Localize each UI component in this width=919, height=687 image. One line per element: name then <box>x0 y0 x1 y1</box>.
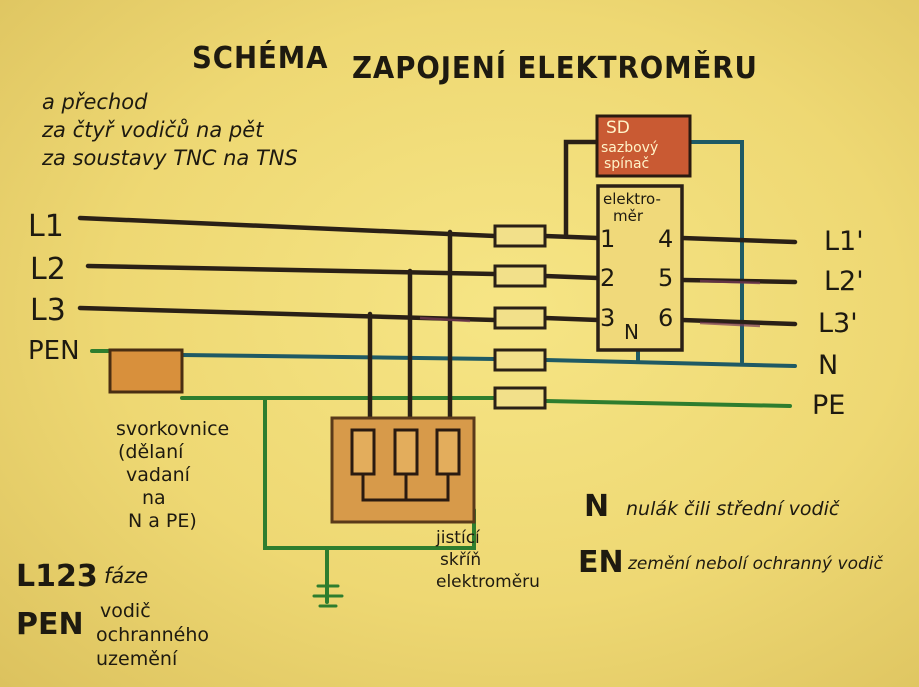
switch-label-sd: SD <box>606 118 630 138</box>
breaker-box <box>330 416 476 524</box>
switch-box <box>595 114 692 178</box>
meter-terminal-4: 4 <box>658 225 674 253</box>
legend-key-l123: L123 <box>16 559 98 594</box>
legend-desc-pen-1: vodič <box>100 600 151 622</box>
purple-marks <box>419 279 761 328</box>
phase-wires <box>77 139 798 433</box>
terminal-caption-3: vadaní <box>126 464 190 486</box>
terminal-caption-1: svorkovnice <box>116 418 230 440</box>
terminal-caption-5: N a PE) <box>128 510 197 532</box>
terminal-caption-2: (dělaní <box>118 441 184 463</box>
meter-terminal-6: 6 <box>658 304 674 332</box>
meter-terminal-3: 3 <box>600 304 616 332</box>
meter-box <box>596 184 684 352</box>
pe-wires <box>90 349 792 608</box>
n-wires <box>180 140 797 368</box>
meter-title-1: elektro- <box>603 190 661 208</box>
subtitle-line-3: za soustavy TNC na TNS <box>42 146 298 170</box>
legend-desc-pen-3: uzemění <box>96 648 178 670</box>
terminal-caption-4: na <box>142 487 166 509</box>
terminal-block <box>108 348 184 394</box>
meter-neutral-label: N <box>624 320 639 344</box>
output-label-n: N <box>818 350 839 381</box>
legend-desc-l123: fáze <box>104 564 149 588</box>
meter-terminal-5: 5 <box>658 264 674 292</box>
output-label-pe: PE <box>812 390 846 421</box>
legend-key-pen: PEN <box>16 607 84 642</box>
switch-label-3: spínač <box>604 156 650 172</box>
input-label-pen: PEN <box>28 336 80 366</box>
subtitle-line-2: za čtyř vodičů na pět <box>42 118 264 142</box>
subtitle-line-1: a přechod <box>42 90 148 114</box>
breaker-caption-3: elektroměru <box>436 572 540 592</box>
meter-terminal-1: 1 <box>600 225 616 253</box>
legend-key-en: EN <box>578 545 624 580</box>
title-right: ZAPOJENÍ ELEKTROMĚRU <box>352 51 758 86</box>
legend-desc-n: nulák čili střední vodič <box>626 498 840 520</box>
legend-desc-pen-2: ochranného <box>96 624 210 646</box>
output-label-l3: L3' <box>818 308 858 339</box>
output-label-l2: L2' <box>824 266 864 297</box>
input-label-l2: L2 <box>30 252 66 287</box>
legend-desc-en: zemění nebolí ochranný vodič <box>628 554 883 574</box>
meter-terminal-2: 2 <box>600 264 616 292</box>
switch-label-2: sazbový <box>601 140 659 156</box>
breaker-caption-1: jistící <box>436 528 480 548</box>
output-label-l1: L1' <box>824 226 864 257</box>
input-label-l1: L1 <box>28 209 64 244</box>
title-left: SCHÉMA <box>192 41 329 76</box>
meter-title-2: měr <box>613 207 644 225</box>
fuses <box>493 224 547 410</box>
legend-key-n: N <box>584 489 610 524</box>
breaker-caption-2: skříň <box>440 550 482 570</box>
input-label-l3: L3 <box>30 293 66 328</box>
